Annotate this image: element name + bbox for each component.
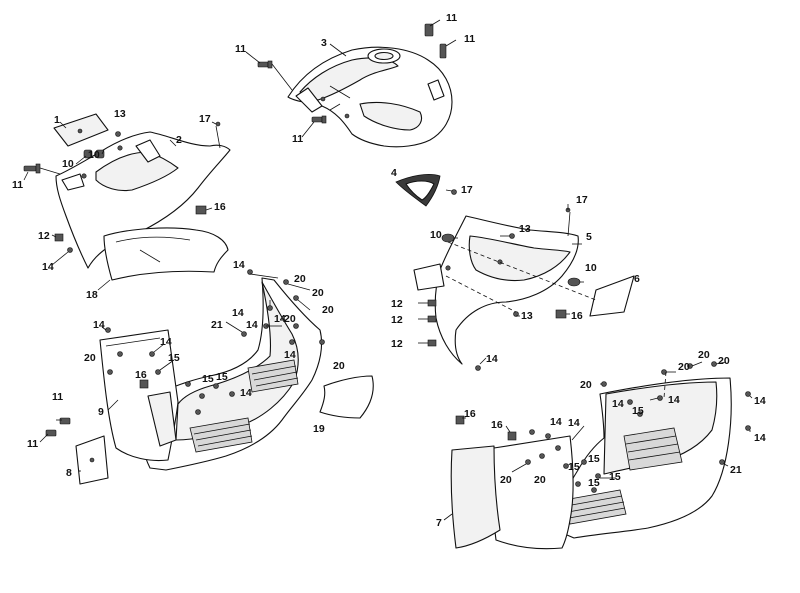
callout-14: 14 xyxy=(550,416,562,428)
screws-11-top xyxy=(245,19,457,138)
callout-14: 14 xyxy=(160,336,172,348)
part-4-bracket xyxy=(395,174,441,207)
callout-10: 10 xyxy=(62,158,74,170)
part-5-right-front-panel xyxy=(413,215,579,365)
left-front-fasteners xyxy=(23,121,221,291)
callout-16: 16 xyxy=(214,201,226,213)
callout-14: 14 xyxy=(568,417,580,429)
callout-10: 10 xyxy=(88,149,100,161)
callout-20: 20 xyxy=(534,474,546,486)
part-6-bracket xyxy=(589,275,635,317)
callout-12: 12 xyxy=(391,314,403,326)
callout-16: 16 xyxy=(491,419,503,431)
part-1-bracket xyxy=(53,113,109,147)
callout-14: 14 xyxy=(284,349,296,361)
callout-13: 13 xyxy=(521,310,533,322)
part-2-left-front-panel xyxy=(55,131,231,269)
callout-19: 19 xyxy=(313,423,325,435)
callout-17: 17 xyxy=(461,184,473,196)
callout-21: 21 xyxy=(211,319,223,331)
callout-11: 11 xyxy=(464,33,475,45)
callout-9: 9 xyxy=(98,406,104,418)
callout-11: 11 xyxy=(12,179,23,191)
part-8-bracket xyxy=(75,435,109,485)
callout-11: 11 xyxy=(446,12,457,24)
callout-2: 2 xyxy=(176,134,182,146)
right-front-fasteners xyxy=(418,189,597,371)
callout-4: 4 xyxy=(391,167,397,179)
callout-5: 5 xyxy=(586,231,592,243)
callout-15: 15 xyxy=(568,461,580,473)
callout-13: 13 xyxy=(114,108,126,120)
part-19-sheet xyxy=(319,375,374,419)
callout-3: 3 xyxy=(321,37,327,49)
callout-16: 16 xyxy=(464,408,476,420)
callout-15: 15 xyxy=(588,477,600,489)
callout-16: 16 xyxy=(135,369,147,381)
callout-20: 20 xyxy=(580,379,592,391)
callout-14: 14 xyxy=(754,432,766,444)
callout-20: 20 xyxy=(678,361,690,373)
callout-13: 13 xyxy=(519,223,531,235)
callout-17: 17 xyxy=(199,113,211,125)
callout-20: 20 xyxy=(284,313,296,325)
callout-14: 14 xyxy=(668,394,680,406)
callout-15: 15 xyxy=(632,405,644,417)
callout-16: 16 xyxy=(571,310,583,322)
callout-20: 20 xyxy=(333,360,345,372)
part-18-heat-shield xyxy=(103,227,229,281)
callout-14: 14 xyxy=(42,261,54,273)
callout-labels: 11 11 11 3 11 1 13 2 17 10 10 11 16 12 1… xyxy=(12,12,766,529)
callout-8: 8 xyxy=(66,467,72,479)
right-footwell-assembly xyxy=(450,377,732,550)
callout-14: 14 xyxy=(240,387,252,399)
callout-20: 20 xyxy=(312,287,324,299)
callout-21: 21 xyxy=(730,464,742,476)
callout-15: 15 xyxy=(216,371,228,383)
callout-11: 11 xyxy=(235,43,246,55)
callout-12: 12 xyxy=(38,230,50,242)
callout-20: 20 xyxy=(698,349,710,361)
callout-15: 15 xyxy=(168,352,180,364)
callout-14: 14 xyxy=(486,353,498,365)
callout-20: 20 xyxy=(718,355,730,367)
callout-11: 11 xyxy=(27,438,38,450)
callout-11: 11 xyxy=(292,133,303,145)
callout-14: 14 xyxy=(246,319,258,331)
callout-6: 6 xyxy=(634,273,640,285)
callout-15: 15 xyxy=(609,471,621,483)
callout-14: 14 xyxy=(612,398,624,410)
callout-17: 17 xyxy=(576,194,588,206)
callout-20: 20 xyxy=(294,273,306,285)
callout-14: 14 xyxy=(274,313,286,325)
callout-15: 15 xyxy=(588,453,600,465)
callout-14: 14 xyxy=(754,395,766,407)
callout-12: 12 xyxy=(391,298,403,310)
left-footwell-fasteners xyxy=(39,269,325,472)
callout-11: 11 xyxy=(52,391,63,403)
callout-20: 20 xyxy=(500,474,512,486)
callout-20: 20 xyxy=(84,352,96,364)
callout-18: 18 xyxy=(86,289,98,301)
callout-14: 14 xyxy=(233,259,245,271)
right-footwell-fasteners xyxy=(443,361,753,521)
part-3-tank-cover xyxy=(287,46,453,148)
callout-15: 15 xyxy=(202,373,214,385)
callout-14: 14 xyxy=(93,319,105,331)
callout-7: 7 xyxy=(436,517,442,529)
callout-1: 1 xyxy=(54,114,60,126)
callout-12: 12 xyxy=(391,338,403,350)
callout-10: 10 xyxy=(430,229,442,241)
callout-14: 14 xyxy=(232,307,244,319)
callout-10: 10 xyxy=(585,262,597,274)
callout-20: 20 xyxy=(322,304,334,316)
